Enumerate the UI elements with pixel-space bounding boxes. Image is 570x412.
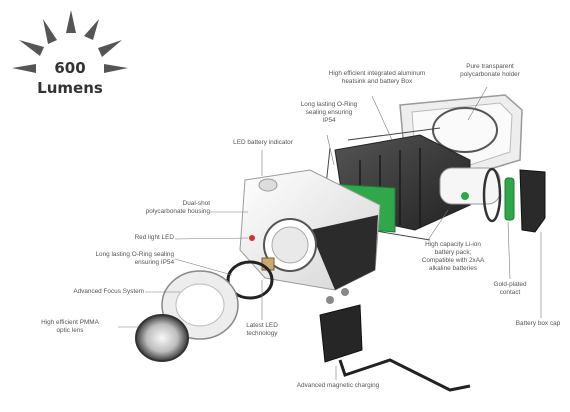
label-battery-pack: High capacity Li-ion battery pack; Compa… [405, 241, 501, 273]
label-battery-pack-line: alkaline batteries [429, 265, 477, 272]
label-holder-line: Pure transparent [466, 63, 514, 70]
label-housing-line: Dual-shot [182, 200, 210, 207]
label-lens-line: High efficient PMMA [41, 319, 99, 326]
label-oring-top-line: Long lasting O-Ring [300, 101, 358, 108]
label-heatsink-line: heatsink and battery Box [341, 78, 413, 85]
label-lens-line: optic lens [56, 327, 84, 334]
label-oring-top-line: sealing ensuring [305, 109, 353, 116]
label-battery-indicator-line: LED battery indicator [233, 139, 293, 146]
label-red-led: Red light LED [110, 234, 174, 242]
label-heatsink: High efficient integrated aluminum heats… [322, 70, 432, 86]
back-o-ring [482, 167, 502, 223]
label-oring-left-line: ensuring IP54 [134, 259, 174, 266]
magnetic-charger [319, 288, 471, 392]
leader-lines [118, 86, 542, 380]
label-latest-led: Latest LED technology [232, 322, 292, 338]
label-housing: Dual-shot polycarbonate housing [130, 200, 210, 216]
front-o-ring [226, 260, 274, 300]
label-contact-line: contact [499, 289, 521, 296]
label-latest-led-line: Latest LED [246, 322, 278, 329]
label-battery-pack-line: battery pack; [434, 249, 472, 256]
label-cap-line: Battery box cap [515, 320, 561, 327]
lumens-unit: Lumens [37, 79, 103, 97]
label-holder-line: polycarbonate holder [460, 71, 520, 78]
label-heatsink-line: High efficient integrated aluminum [328, 70, 426, 77]
label-cap: Battery box cap [508, 320, 568, 328]
label-contact: Gold-plated contact [480, 281, 540, 297]
label-battery-pack-line: Compatible with 2xAA [421, 257, 485, 264]
label-battery-indicator: LED battery indicator [220, 139, 306, 147]
red-led-dot [249, 235, 255, 241]
label-focus-line: Advanced Focus System [73, 288, 144, 295]
sun-rays-icon [12, 10, 128, 73]
label-focus: Advanced Focus System [40, 288, 144, 296]
lumens-value: 600 [54, 59, 86, 77]
gold-plated-contact [504, 177, 515, 221]
label-oring-left-line: Long lasting O-Ring sealing [95, 251, 174, 258]
label-oring-left: Long lasting O-Ring sealing ensuring IP5… [60, 251, 174, 267]
label-holder: Pure transparent polycarbonate holder [450, 63, 530, 79]
label-latest-led-line: technology [246, 330, 278, 337]
label-lens: High efficient PMMA optic lens [20, 319, 120, 335]
label-contact-line: Gold-plated [493, 281, 527, 288]
label-oring-top-line: IP54 [322, 117, 336, 124]
label-oring-top: Long lasting O-Ring sealing ensuring IP5… [296, 101, 362, 125]
label-red-led-line: Red light LED [134, 234, 174, 241]
battery-pack [439, 167, 501, 205]
pmma-lens [135, 314, 189, 362]
label-battery-pack-line: High capacity Li-ion [425, 241, 481, 248]
label-charging-line: Advanced magnetic charging [296, 382, 380, 389]
battery-box-cap [519, 169, 546, 233]
main-housing [239, 169, 381, 291]
label-charging: Advanced magnetic charging [270, 382, 406, 390]
label-housing-line: polycarbonate housing [145, 208, 210, 215]
